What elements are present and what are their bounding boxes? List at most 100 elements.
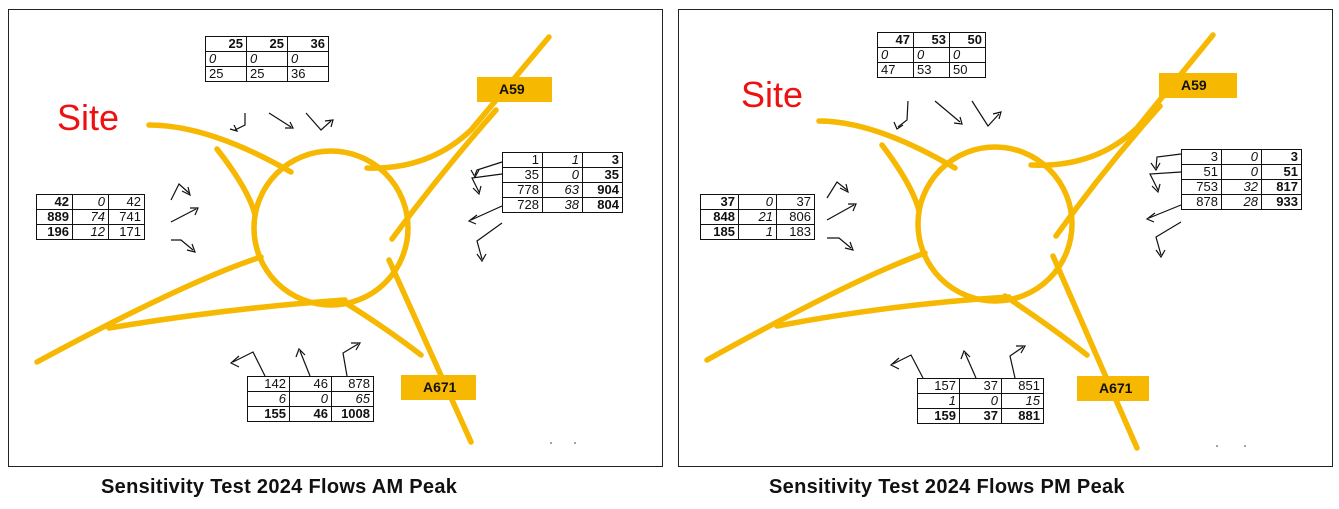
flow-cell: 50 bbox=[949, 32, 986, 48]
flow-cell: 42 bbox=[108, 194, 145, 210]
flow-cell: 171 bbox=[108, 224, 145, 240]
flow-cell: 74 bbox=[72, 209, 109, 225]
flow-cell: 0 bbox=[72, 194, 109, 210]
flow-cell: 46 bbox=[289, 406, 332, 422]
flow-cell: 778 bbox=[502, 182, 543, 198]
flow-cell: 0 bbox=[205, 51, 247, 67]
flow-cell: 25 bbox=[205, 66, 247, 82]
table-row: 157 37 851 bbox=[917, 378, 1044, 394]
road-label-a671: A671 bbox=[401, 375, 476, 400]
flow-cell: 0 bbox=[949, 47, 986, 63]
flow-cell: 37 bbox=[959, 378, 1002, 394]
flow-cell: 15 bbox=[1001, 393, 1044, 409]
roundabout-road-network bbox=[34, 34, 576, 445]
table-row: 848 21 806 bbox=[700, 209, 815, 225]
flow-cell: 37 bbox=[959, 408, 1002, 424]
flow-cell: 904 bbox=[582, 182, 623, 198]
flow-cell: 0 bbox=[1221, 164, 1262, 180]
flow-cell: 21 bbox=[738, 209, 777, 225]
flow-cell: 6 bbox=[247, 391, 290, 407]
flow-cell: 881 bbox=[1001, 408, 1044, 424]
flow-cell: 0 bbox=[877, 47, 914, 63]
flow-cell: 25 bbox=[246, 66, 288, 82]
east-approach-table: 1 1 3 35 0 35 778 63 904 728 38 804 bbox=[502, 152, 623, 213]
flow-cell: 47 bbox=[877, 32, 914, 48]
flow-cell: 196 bbox=[36, 224, 73, 240]
table-row: 878 28 933 bbox=[1181, 194, 1302, 210]
flow-cell: 3 bbox=[1181, 149, 1222, 165]
flow-cell: 804 bbox=[582, 197, 623, 213]
flow-cell: 183 bbox=[776, 224, 815, 240]
roundabout-road-network bbox=[704, 32, 1246, 451]
site-label: Site bbox=[741, 74, 804, 115]
pm-peak-caption: Sensitivity Test 2024 Flows PM Peak bbox=[769, 476, 1125, 498]
flow-cell: 42 bbox=[36, 194, 73, 210]
flow-cell: 817 bbox=[1261, 179, 1302, 195]
table-row: 35 0 35 bbox=[502, 167, 623, 183]
flow-cell: 155 bbox=[247, 406, 290, 422]
flow-cell: 50 bbox=[949, 62, 986, 78]
flow-cell: 12 bbox=[72, 224, 109, 240]
am-peak-diagram: Site A59 A671 25 25 36 0 0 0 25 25 36 1 … bbox=[8, 9, 663, 467]
table-row: 155 46 1008 bbox=[247, 406, 374, 422]
table-row: 728 38 804 bbox=[502, 197, 623, 213]
flow-cell: 28 bbox=[1221, 194, 1262, 210]
table-row: 1 0 15 bbox=[917, 393, 1044, 409]
table-row: 3 0 3 bbox=[1181, 149, 1302, 165]
flow-cell: 0 bbox=[542, 167, 583, 183]
flow-cell: 25 bbox=[246, 36, 288, 52]
flow-cell: 0 bbox=[913, 47, 950, 63]
south-approach-table: 157 37 851 1 0 15 159 37 881 bbox=[917, 378, 1044, 424]
flow-cell: 851 bbox=[1001, 378, 1044, 394]
table-row: 159 37 881 bbox=[917, 408, 1044, 424]
flow-cell: 185 bbox=[700, 224, 739, 240]
flow-cell: 889 bbox=[36, 209, 73, 225]
flow-cell: 47 bbox=[877, 62, 914, 78]
flow-cell: 63 bbox=[542, 182, 583, 198]
flow-cell: 806 bbox=[776, 209, 815, 225]
flow-cell: 0 bbox=[1221, 149, 1262, 165]
table-row: 0 0 0 bbox=[205, 51, 329, 67]
table-row: 196 12 171 bbox=[36, 224, 145, 240]
flow-cell: 53 bbox=[913, 62, 950, 78]
table-row: 47 53 50 bbox=[877, 32, 986, 48]
flow-cell: 1 bbox=[502, 152, 543, 168]
flow-cell: 46 bbox=[289, 376, 332, 392]
flow-cell: 741 bbox=[108, 209, 145, 225]
flow-cell: 0 bbox=[287, 51, 329, 67]
site-label: Site bbox=[57, 97, 120, 138]
flow-cell: 51 bbox=[1181, 164, 1222, 180]
flow-cell: 159 bbox=[917, 408, 960, 424]
flow-cell: 728 bbox=[502, 197, 543, 213]
flow-cell: 65 bbox=[331, 391, 374, 407]
flow-cell: 753 bbox=[1181, 179, 1222, 195]
south-approach-table: 142 46 878 6 0 65 155 46 1008 bbox=[247, 376, 374, 422]
flow-cell: 25 bbox=[205, 36, 247, 52]
east-approach-table: 3 0 3 51 0 51 753 32 817 878 28 933 bbox=[1181, 149, 1302, 210]
flow-cell: 878 bbox=[1181, 194, 1222, 210]
table-row: 0 0 0 bbox=[877, 47, 986, 63]
flow-cell: 1008 bbox=[331, 406, 374, 422]
flow-cell: 37 bbox=[700, 194, 739, 210]
flow-cell: 3 bbox=[1261, 149, 1302, 165]
flow-cell: 0 bbox=[289, 391, 332, 407]
flow-cell: 0 bbox=[246, 51, 288, 67]
flow-cell: 38 bbox=[542, 197, 583, 213]
table-row: 185 1 183 bbox=[700, 224, 815, 240]
flow-cell: 51 bbox=[1261, 164, 1302, 180]
flow-cell: 1 bbox=[917, 393, 960, 409]
flow-cell: 0 bbox=[959, 393, 1002, 409]
table-row: 51 0 51 bbox=[1181, 164, 1302, 180]
table-row: 42 0 42 bbox=[36, 194, 145, 210]
road-label-a59: A59 bbox=[1159, 73, 1237, 98]
west-approach-table: 42 0 42 889 74 741 196 12 171 bbox=[36, 194, 145, 240]
flow-cell: 878 bbox=[331, 376, 374, 392]
table-row: 1 1 3 bbox=[502, 152, 623, 168]
road-label-a671: A671 bbox=[1077, 376, 1149, 401]
flow-cell: 32 bbox=[1221, 179, 1262, 195]
flow-cell: 3 bbox=[582, 152, 623, 168]
flow-cell: 36 bbox=[287, 66, 329, 82]
flow-cell: 848 bbox=[700, 209, 739, 225]
flow-cell: 53 bbox=[913, 32, 950, 48]
flow-cell: 1 bbox=[738, 224, 777, 240]
